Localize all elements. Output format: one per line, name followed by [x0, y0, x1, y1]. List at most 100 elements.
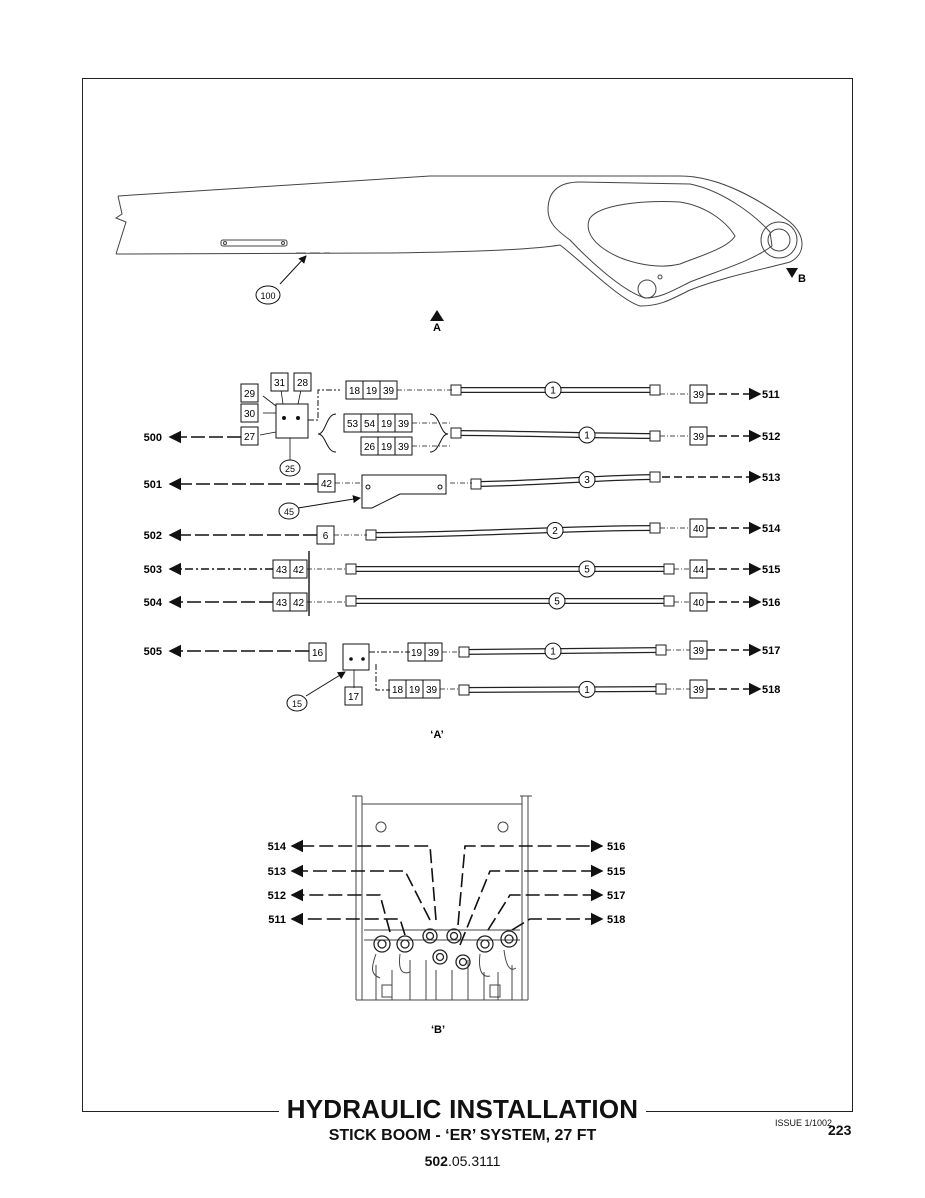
port-label: 515: [762, 564, 780, 576]
row503-box: 43: [272, 559, 291, 579]
svg-text:39: 39: [693, 432, 705, 443]
row517-box: 39: [424, 642, 443, 662]
svg-text:A: A: [433, 322, 441, 334]
svg-text:30: 30: [244, 409, 256, 420]
box-r518: 39: [689, 679, 708, 699]
port-505: 505: [144, 644, 309, 658]
document-number: 502.05.3111: [424, 1153, 501, 1169]
svg-text:42: 42: [321, 479, 333, 490]
svg-text:44: 44: [693, 565, 705, 576]
row512b-label: 26: [364, 442, 376, 453]
hose-514: 2: [365, 521, 661, 541]
box-31: 31: [270, 372, 289, 392]
port-513: 513: [662, 470, 780, 484]
port-500: 500: [144, 430, 241, 444]
row504-box: 42: [289, 592, 308, 612]
port-label: 517: [762, 645, 780, 657]
svg-text:40: 40: [693, 598, 705, 609]
row511-label: 18: [349, 386, 361, 397]
row504-label: 42: [293, 598, 305, 609]
port-512: 512: [707, 429, 780, 443]
box-27: 27: [240, 426, 259, 446]
callout-100-label: 100: [260, 291, 275, 301]
box-29: 29: [240, 383, 259, 403]
page-title: HYDRAULIC INSTALLATION: [0, 1094, 925, 1125]
box-r516: 40: [689, 592, 708, 612]
svg-text:39: 39: [693, 685, 705, 696]
row504-box: 43: [272, 592, 291, 612]
port-label: 504: [144, 597, 163, 609]
port-label: 512: [762, 431, 780, 443]
svg-text:511: 511: [268, 914, 286, 926]
port-511: 511: [707, 387, 780, 401]
box-r511: 39: [689, 384, 708, 404]
hose-label: 1: [550, 386, 556, 397]
view-b-caption: ‘B’: [431, 1024, 445, 1036]
hose-label: 5: [554, 597, 560, 608]
port-504: 504: [144, 595, 273, 609]
row503-box: 42: [289, 559, 308, 579]
svg-text:15: 15: [292, 699, 302, 709]
hose-label: 2: [552, 526, 558, 537]
row518-label: 39: [426, 685, 438, 696]
hose-label: 3: [584, 475, 590, 486]
svg-text:B: B: [798, 273, 806, 285]
svg-text:40: 40: [693, 524, 705, 535]
box-42: 42: [317, 473, 336, 493]
view-a-arrow: A: [430, 310, 444, 334]
svg-text:39: 39: [693, 646, 705, 657]
svg-text:518: 518: [607, 914, 625, 926]
port-label: 513: [762, 472, 780, 484]
port-label: 514: [762, 523, 781, 535]
port-501: 501: [144, 477, 318, 491]
hose-512: 1: [450, 426, 661, 444]
port-label: 518: [762, 684, 780, 696]
svg-text:25: 25: [285, 464, 295, 474]
svg-text:45: 45: [284, 507, 294, 517]
svg-text:513: 513: [268, 866, 286, 878]
row512a-label: 19: [381, 419, 393, 430]
view-b-port-515: 515: [459, 864, 625, 946]
callout-100: 100: [255, 255, 307, 305]
svg-text:517: 517: [607, 890, 625, 902]
row512a-box: 54: [360, 413, 379, 433]
row518-box: 18: [388, 679, 407, 699]
hose-518: 1: [458, 680, 667, 698]
row512b-box: 39: [394, 436, 413, 456]
row512a-label: 54: [364, 419, 376, 430]
svg-text:31: 31: [274, 378, 286, 389]
hose-517: 1: [458, 642, 667, 660]
port-label: 500: [144, 432, 162, 444]
view-b-arrow: B: [786, 268, 806, 285]
row512a-label: 53: [347, 419, 359, 430]
row518-box: 19: [405, 679, 424, 699]
row511-label: 39: [383, 386, 395, 397]
page-subtitle: STICK BOOM - ‘ER’ SYSTEM, 27 FT: [328, 1127, 597, 1144]
row511-box: 39: [379, 380, 398, 400]
port-516: 516: [707, 595, 780, 609]
box-30: 30: [240, 403, 259, 423]
box-r515: 44: [689, 559, 708, 579]
port-514: 514: [707, 521, 781, 535]
port-503: 503: [144, 562, 273, 576]
row503-label: 42: [293, 565, 305, 576]
row511-box: 18: [345, 380, 364, 400]
svg-text:516: 516: [607, 841, 625, 853]
bracket-45: 45: [278, 474, 447, 520]
issue-label: ISSUE 1/1002: [775, 1118, 833, 1128]
box-17: 17: [344, 686, 363, 706]
stick-boom-drawing: [114, 175, 803, 307]
view-b-port-517: 517: [487, 888, 625, 931]
page-number: 223: [828, 1122, 852, 1138]
port-label: 516: [762, 597, 780, 609]
row512a-box: 39: [394, 413, 413, 433]
hose-511: 1: [450, 381, 661, 399]
port-label: 505: [144, 646, 162, 658]
hose-513: 3: [470, 471, 661, 490]
view-b-valve-drawing: [352, 795, 532, 1001]
row512a-box: 53: [343, 413, 362, 433]
